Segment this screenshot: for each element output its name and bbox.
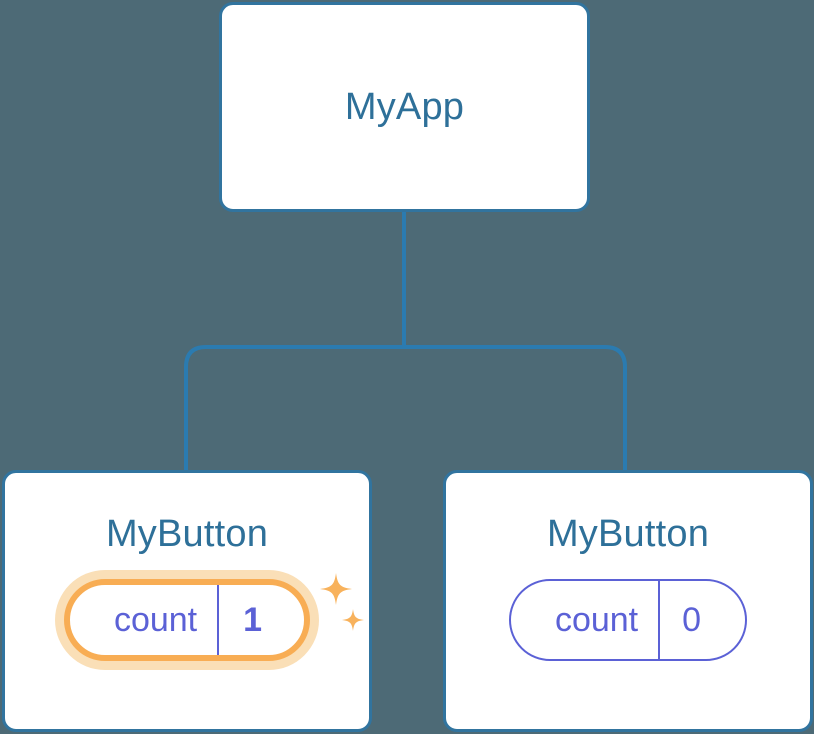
- node-title: MyButton: [546, 513, 710, 555]
- edge-root-to-left-child: [184, 345, 404, 472]
- node-mybutton-left[interactable]: MyButton count 1: [2, 470, 372, 732]
- state-key: count: [113, 601, 198, 639]
- state-row: count 1: [63, 573, 365, 661]
- state-key: count: [554, 601, 639, 639]
- node-title: MyButton: [105, 513, 269, 555]
- node-mybutton-right[interactable]: MyButton count 0: [443, 470, 813, 732]
- state-value: 0: [658, 581, 745, 659]
- state-value: 1: [217, 585, 304, 655]
- edge-root-to-right-child: [404, 345, 627, 472]
- node-myapp[interactable]: MyApp: [219, 2, 590, 212]
- sparkle-small-glyph: [342, 609, 365, 631]
- state-pill-count[interactable]: count 0: [508, 579, 748, 661]
- sparkle-large-glyph: [320, 573, 353, 605]
- state-row: count 0: [508, 579, 748, 661]
- state-pill-count[interactable]: count 1: [63, 579, 311, 661]
- node-title: MyApp: [344, 86, 465, 128]
- sparkle-icon: [320, 573, 365, 631]
